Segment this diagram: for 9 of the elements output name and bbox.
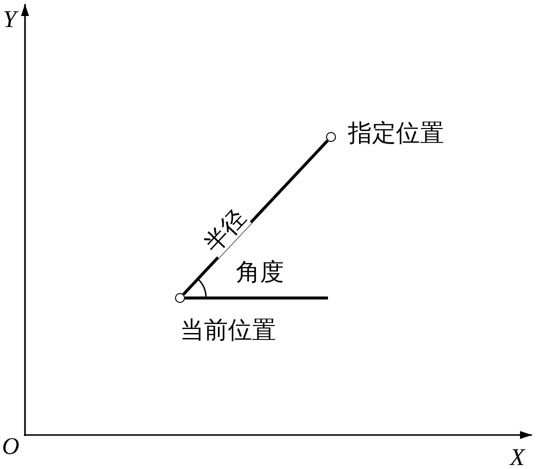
position-point xyxy=(175,293,185,303)
axis-label: Y xyxy=(3,6,16,34)
position-label: 当前位置 xyxy=(180,316,276,344)
origin-label: O xyxy=(2,433,20,461)
position-point xyxy=(326,132,336,142)
radius-line xyxy=(182,140,329,296)
axis-label: X xyxy=(510,444,525,469)
angle-label: 角度 xyxy=(236,258,284,286)
position-label: 指定位置 xyxy=(348,119,444,147)
